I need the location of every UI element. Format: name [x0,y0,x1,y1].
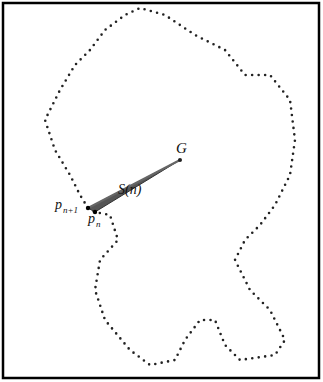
subscript: n [96,220,101,229]
point-label: p [88,212,95,226]
sector-label: S(n) [118,183,141,197]
point-dot [86,206,90,210]
point-label: G [176,141,187,156]
frame [3,3,319,378]
point-label: p [55,198,62,212]
sector-triangle [88,160,180,212]
centroid-dot [178,158,182,162]
dotted-contour [45,8,295,365]
radius-line [88,160,180,208]
subscript: n+1 [63,206,78,215]
